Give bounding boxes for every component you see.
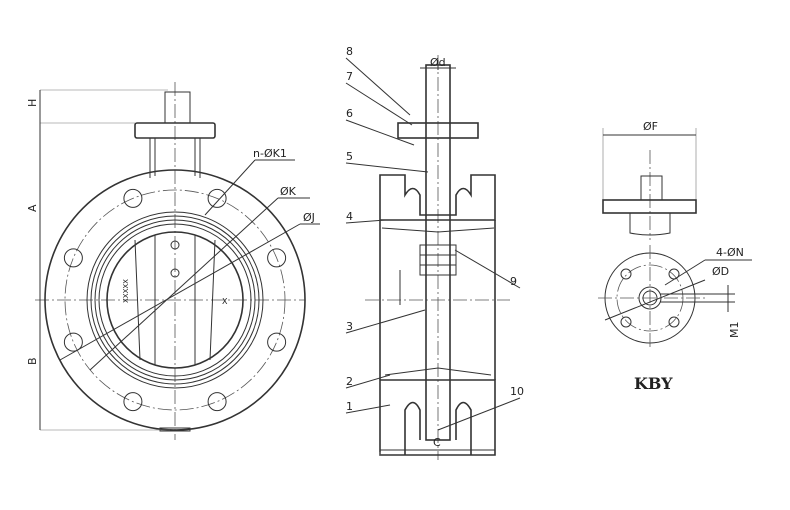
leader-line: [345, 82, 413, 126]
part-number-7: 7: [346, 70, 353, 83]
part-number-6: 6: [346, 107, 353, 120]
standard-label: KBY: [634, 374, 673, 393]
top-flange-view: [598, 128, 752, 350]
bolt-hole: [207, 392, 227, 412]
dim-h-label: H: [26, 99, 39, 107]
plate-dia-label: ØF: [643, 120, 658, 133]
part-number-1: 1: [346, 400, 353, 413]
bolt-hole: [207, 188, 227, 208]
bolt-holes-label: n-ØK1: [253, 147, 287, 160]
pcd-label: ØD: [712, 265, 729, 278]
bolt-hole: [63, 332, 83, 352]
leader-line: [345, 162, 429, 173]
bolt-hole: [123, 392, 143, 412]
leader-line: [437, 397, 521, 431]
bolt-hole: [267, 332, 287, 352]
stem-dia-label: Ød: [430, 56, 446, 69]
part-number-8: 8: [346, 45, 353, 58]
bolt-hole: [267, 248, 287, 268]
part-number-5: 5: [346, 150, 353, 163]
width-label: C: [433, 436, 441, 449]
dim-b-label: B: [26, 357, 39, 365]
leader-line: [454, 249, 521, 289]
holes-label: 4-ØN: [716, 246, 744, 259]
leader-line: [345, 119, 415, 146]
leader-line: [345, 219, 386, 224]
part-number-4: 4: [346, 210, 353, 223]
part-number-9: 9: [510, 275, 517, 288]
leader-line: [345, 309, 426, 334]
leader-line: [345, 374, 391, 389]
disc-marking: XXXXX: [122, 279, 130, 303]
x-mark: X: [222, 297, 228, 306]
flange-od-label: ØJ: [303, 211, 315, 224]
side-view: [345, 55, 521, 460]
part-number-10: 10: [510, 385, 524, 398]
leader-line: [345, 404, 391, 414]
bolt-circle-label: ØK: [280, 185, 297, 198]
part-number-2: 2: [346, 375, 353, 388]
square-label: M1: [728, 322, 741, 339]
dim-a-label: A: [26, 204, 39, 212]
bolt-hole: [123, 188, 143, 208]
bolt-hole: [63, 248, 83, 268]
front-view: [35, 82, 320, 440]
leader-line: [345, 57, 411, 116]
part-number-3: 3: [346, 320, 353, 333]
